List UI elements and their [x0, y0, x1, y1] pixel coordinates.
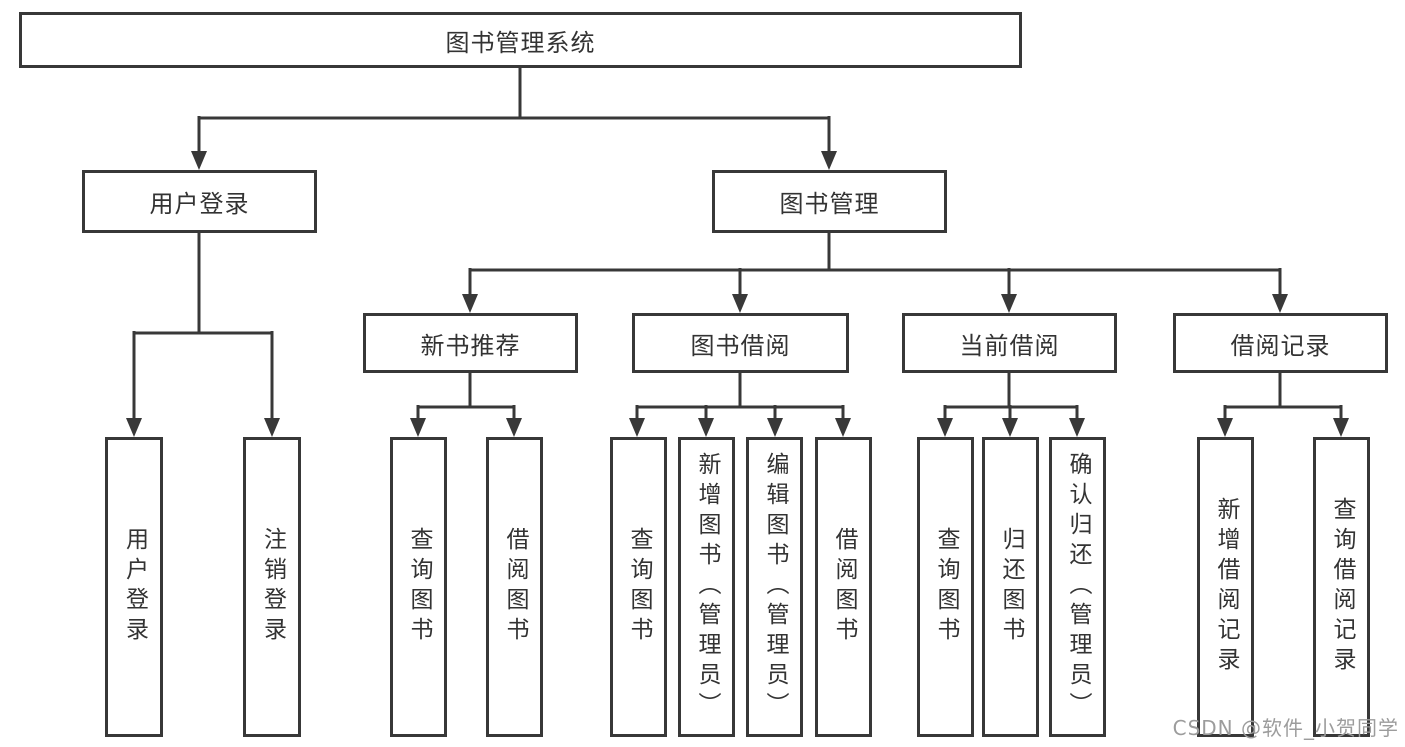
leaf-borrow-books: 借阅图书 — [815, 437, 872, 737]
leaf-query-borrow-record: 查询借阅记录 — [1313, 437, 1370, 737]
leaf-user-login: 用户登录 — [105, 437, 163, 737]
leaf-borrow-books-recommend: 借阅图书 — [486, 437, 543, 737]
node-current-borrow: 当前借阅 — [902, 313, 1117, 373]
leaf-query-books-current: 查询图书 — [917, 437, 974, 737]
node-new-book-recommend: 新书推荐 — [363, 313, 578, 373]
node-user-login: 用户登录 — [82, 170, 317, 233]
node-borrow-records: 借阅记录 — [1173, 313, 1388, 373]
leaf-add-borrow-record: 新增借阅记录 — [1197, 437, 1254, 737]
leaf-add-book-admin: 新增图书（管理员） — [678, 437, 735, 737]
csdn-watermark: CSDN @软件_小贺同学 — [1172, 716, 1399, 740]
leaf-logout: 注销登录 — [243, 437, 301, 737]
node-root: 图书管理系统 — [19, 12, 1022, 68]
arrowheads — [126, 151, 1349, 437]
leaf-query-books-borrow: 查询图书 — [610, 437, 667, 737]
leaf-confirm-return-admin: 确认归还（管理员） — [1049, 437, 1106, 737]
node-book-borrow: 图书借阅 — [632, 313, 849, 373]
leaf-query-books-recommend: 查询图书 — [390, 437, 447, 737]
leaf-return-book: 归还图书 — [982, 437, 1039, 737]
node-book-management: 图书管理 — [712, 170, 947, 233]
leaf-edit-book-admin: 编辑图书（管理员） — [746, 437, 803, 737]
